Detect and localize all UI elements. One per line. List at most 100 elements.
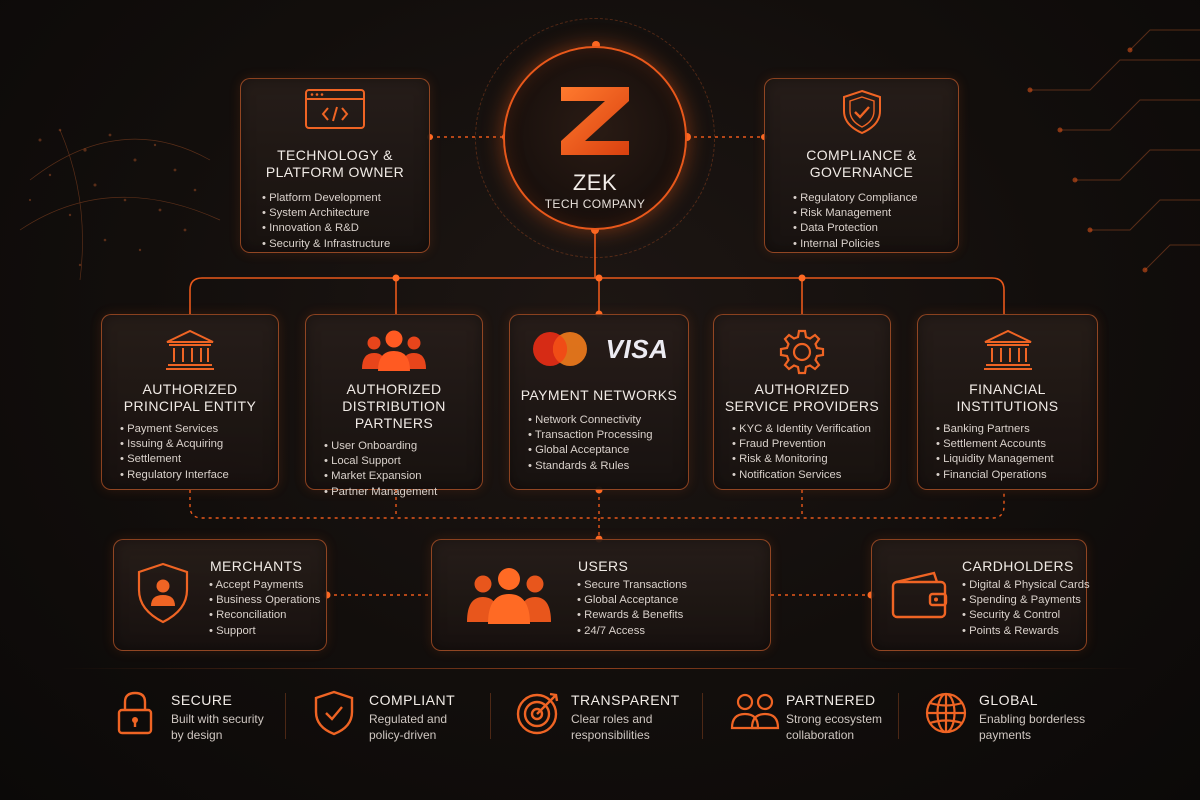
list-item: Issuing & Acquiring (120, 437, 278, 452)
hub-brand-name: ZEK (572, 170, 618, 195)
financial-institutions-card[interactable]: FINANCIAL INSTITUTIONS Banking Partners … (917, 314, 1098, 490)
card-items: Platform Development System Architecture… (241, 191, 429, 252)
list-item: Secure Transactions (577, 578, 687, 593)
authorized-principal-entity-card[interactable]: AUTHORIZED PRINCIPAL ENTITY Payment Serv… (101, 314, 279, 490)
authorized-distribution-partners-card[interactable]: AUTHORIZED DISTRIBUTION PARTNERS User On… (305, 314, 483, 498)
card-items: Accept Payments Business Operations Reco… (209, 578, 320, 639)
list-item: Support (209, 624, 320, 639)
card-title: CARDHOLDERS (962, 558, 1074, 574)
list-item: Banking Partners (936, 422, 1097, 437)
list-item: KYC & Identity Verification (732, 422, 890, 437)
list-item: Spending & Payments (962, 593, 1090, 608)
list-item: Risk & Monitoring (732, 452, 890, 467)
card-title: USERS (578, 558, 629, 574)
list-item: Financial Operations (936, 468, 1097, 483)
card-items: Banking Partners Settlement Accounts Liq… (918, 422, 1097, 483)
list-item: Settlement (120, 452, 278, 467)
users-icon (464, 566, 554, 629)
list-item: Rewards & Benefits (577, 608, 687, 623)
list-item: Notification Services (732, 468, 890, 483)
card-title: FINANCIAL INSTITUTIONS (956, 381, 1059, 414)
circuit-nodes (1027, 47, 1148, 273)
feature-title: GLOBAL (979, 692, 1039, 708)
card-items: Secure Transactions Global Acceptance Re… (577, 578, 687, 639)
merchants-card[interactable]: MERCHANTS Accept Payments Business Opera… (113, 539, 327, 651)
card-items: Digital & Physical Cards Spending & Paym… (962, 578, 1090, 639)
cardholders-card[interactable]: CARDHOLDERS Digital & Physical Cards Spe… (871, 539, 1090, 651)
list-item: Network Connectivity (528, 413, 688, 428)
gear-icon (714, 329, 890, 375)
card-title: TECHNOLOGY & PLATFORM OWNER (265, 147, 405, 180)
mastercard-logo-icon (532, 332, 587, 366)
circuit-lines (1030, 29, 1200, 271)
card-title: AUTHORIZED PRINCIPAL ENTITY (123, 381, 257, 414)
feature-separator (285, 693, 286, 739)
lock-icon (115, 690, 155, 741)
list-item: Local Support (324, 454, 482, 469)
list-item: Liquidity Management (936, 452, 1097, 467)
list-item: 24/7 Access (577, 624, 687, 639)
list-item: Digital & Physical Cards (962, 578, 1090, 593)
list-item: System Architecture (262, 206, 429, 221)
card-items: KYC & Identity Verification Fraud Preven… (714, 422, 890, 483)
list-item: Regulatory Interface (120, 468, 278, 483)
list-item: Global Acceptance (577, 593, 687, 608)
list-item: Transaction Processing (528, 428, 688, 443)
feature-separator (490, 693, 491, 739)
card-network-logos-icon: VISA (510, 329, 688, 369)
people-group-icon (306, 329, 482, 371)
list-item: Standards & Rules (528, 459, 688, 474)
list-item: Partner Management (324, 485, 482, 500)
list-item: Payment Services (120, 422, 278, 437)
world-map-dots (28, 128, 197, 267)
technology-platform-owner-card[interactable]: TECHNOLOGY & PLATFORM OWNER Platform Dev… (240, 78, 430, 253)
card-title: PAYMENT NETWORKS (520, 387, 678, 403)
partners-icon (730, 690, 780, 739)
users-card[interactable]: USERS Secure Transactions Global Accepta… (431, 539, 771, 651)
bank-icon (918, 329, 1097, 370)
list-item: Accept Payments (209, 578, 320, 593)
list-item: Business Operations (209, 593, 320, 608)
list-item: Reconciliation (209, 608, 320, 623)
card-items: Regulatory Compliance Risk Management Da… (765, 191, 958, 252)
feature-title: TRANSPARENT (571, 692, 680, 708)
payment-networks-card[interactable]: VISA PAYMENT NETWORKS Network Connectivi… (509, 314, 689, 490)
list-item: Security & Control (962, 608, 1090, 623)
wallet-icon (890, 570, 950, 625)
zek-hub[interactable]: ZEK TECH COMPANY (503, 46, 687, 230)
card-title: AUTHORIZED SERVICE PROVIDERS (724, 381, 880, 414)
list-item: Internal Policies (793, 237, 958, 252)
feature-separator (898, 693, 899, 739)
list-item: Global Acceptance (528, 443, 688, 458)
middle-bus-line (189, 277, 1005, 314)
card-items: Network Connectivity Transaction Process… (510, 413, 688, 474)
world-map-arcs (19, 129, 221, 281)
card-title: MERCHANTS (210, 558, 303, 574)
list-item: Innovation & R&D (262, 221, 429, 236)
list-item: Fraud Prevention (732, 437, 890, 452)
feature-title: SECURE (171, 692, 233, 708)
list-item: Points & Rewards (962, 624, 1090, 639)
feature-title: COMPLIANT (369, 692, 456, 708)
bank-icon (102, 329, 278, 370)
target-icon (515, 690, 561, 741)
shield-check-icon (765, 89, 958, 135)
authorized-service-providers-card[interactable]: AUTHORIZED SERVICE PROVIDERS KYC & Ident… (713, 314, 891, 490)
globe-icon (923, 690, 969, 741)
footer-divider (60, 668, 1140, 669)
compliance-governance-card[interactable]: COMPLIANCE & GOVERNANCE Regulatory Compl… (764, 78, 959, 253)
list-item: User Onboarding (324, 439, 482, 454)
hub-subtitle: TECH COMPANY (544, 197, 646, 211)
shield-check-icon (313, 690, 355, 741)
shield-user-icon (136, 562, 190, 629)
list-item: Data Protection (793, 221, 958, 236)
feature-title: PARTNERED (786, 692, 876, 708)
code-window-icon (241, 89, 429, 133)
list-item: Risk Management (793, 206, 958, 221)
visa-logo: VISA (605, 333, 669, 364)
